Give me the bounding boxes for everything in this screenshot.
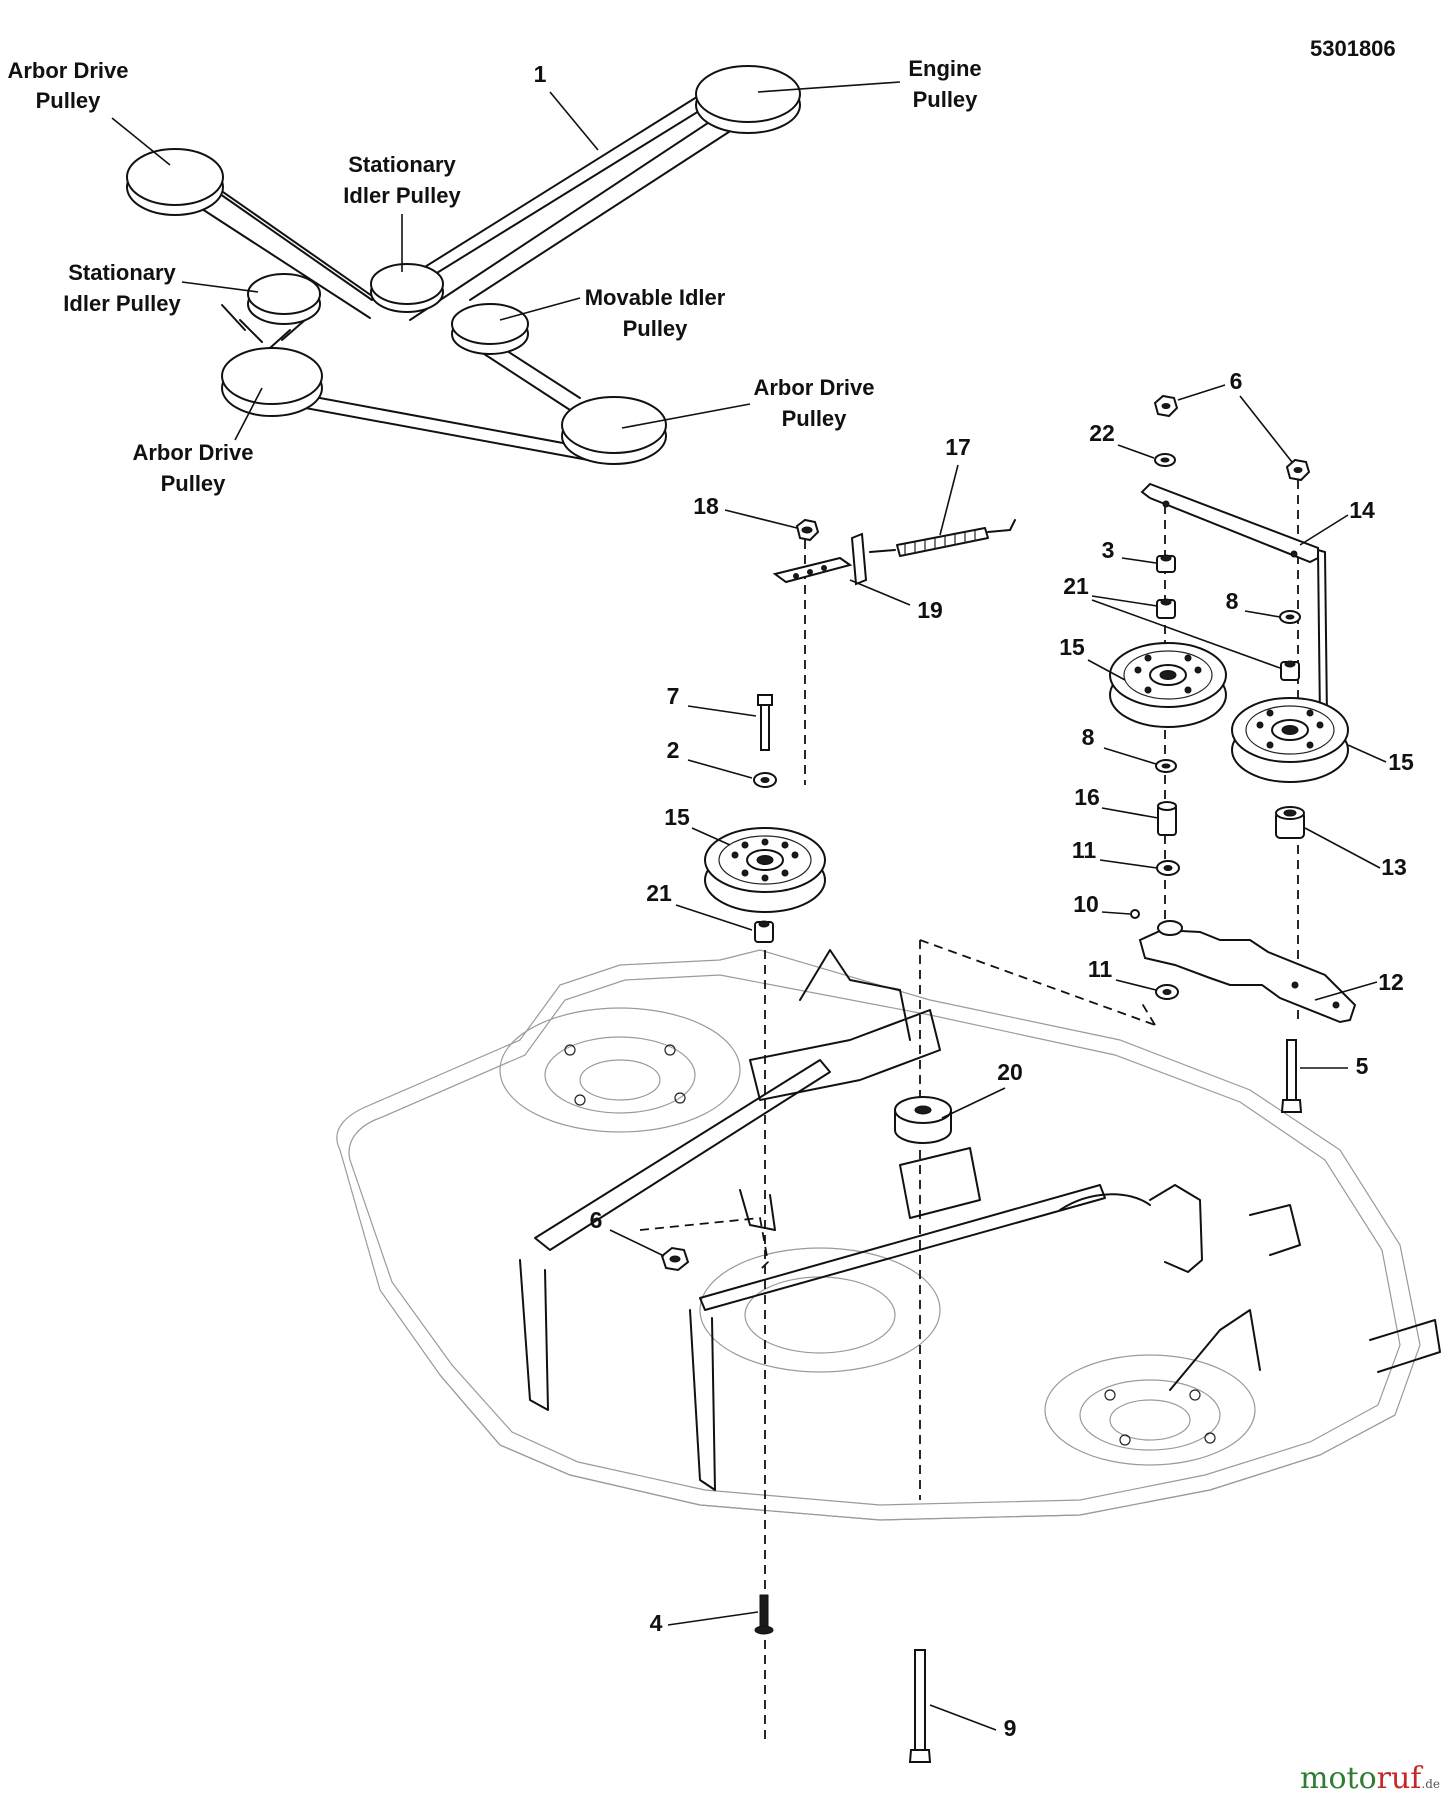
callout-8-low: 8 [1082, 724, 1095, 750]
callout-6-top: 6 [1230, 368, 1243, 394]
callout-19: 19 [917, 597, 943, 623]
callout-22: 22 [1089, 420, 1115, 446]
belt-label-movable-idler: Movable Idler Pulley [585, 285, 726, 341]
arbor-drive-pulley-top-left [126, 148, 224, 216]
part-21-bushing-right [1280, 660, 1300, 681]
part-6-nut-upper-left [1153, 394, 1179, 418]
svg-text:Pulley: Pulley [913, 87, 979, 112]
left-idler-assembly [639, 518, 1156, 1763]
callout-5: 5 [1356, 1053, 1369, 1079]
part-21-bushing-upper [1156, 598, 1176, 619]
part-19-bracket [772, 532, 868, 586]
callout-16: 16 [1074, 784, 1100, 810]
part-7-bolt [757, 694, 773, 751]
part-11-washer-lower [1155, 984, 1179, 1000]
belt-label-engine: Engine Pulley [908, 56, 981, 112]
stationary-idler-pulley-left [247, 273, 321, 325]
callout-10: 10 [1073, 891, 1099, 917]
callout-4: 4 [650, 1610, 663, 1636]
svg-text:Stationary: Stationary [348, 152, 456, 177]
callout-8-top: 8 [1226, 588, 1239, 614]
belt-label-arbor-drive-top-left: Arbor Drive Pulley [7, 58, 128, 113]
callout-15-left: 15 [664, 804, 690, 830]
watermark-logo: motoruf.de [1300, 1761, 1440, 1796]
belt-label-stationary-idler-center: Stationary Idler Pulley [343, 152, 461, 208]
svg-text:Arbor Drive: Arbor Drive [753, 375, 874, 400]
svg-text:Pulley: Pulley [36, 88, 102, 113]
callout-2: 2 [667, 737, 680, 763]
callout-20: 20 [997, 1059, 1023, 1085]
svg-text:Arbor Drive: Arbor Drive [7, 58, 128, 83]
callout-3: 3 [1102, 537, 1115, 563]
svg-text:Arbor Drive: Arbor Drive [132, 440, 253, 465]
callout-18: 18 [693, 493, 719, 519]
part-16-sleeve [1157, 801, 1177, 836]
part-14-idler-arm [1140, 482, 1329, 722]
callout-7: 7 [667, 683, 680, 709]
part-4-screw [754, 1594, 774, 1635]
callout-15-mid: 15 [1059, 634, 1085, 660]
callouts: 17 18 19 7 2 15 21 20 6 4 9 6 22 14 3 21 [590, 368, 1414, 1741]
svg-text:Idler Pulley: Idler Pulley [63, 291, 181, 316]
callout-17: 17 [945, 434, 971, 460]
svg-text:Idler Pulley: Idler Pulley [343, 183, 461, 208]
stationary-idler-pulley-center [370, 263, 444, 313]
callout-21-left: 21 [646, 880, 672, 906]
part-15-idler-pulley-left [704, 827, 826, 913]
part-6-nut-upper-right [1285, 458, 1311, 482]
part-8-washer-lower [1155, 759, 1177, 773]
callout-1: 1 [534, 61, 547, 87]
svg-text:Stationary: Stationary [68, 260, 176, 285]
part-17-spring [869, 519, 1016, 557]
right-idler-arm-assembly [1109, 394, 1357, 1113]
part-15-idler-pulley-right [1231, 697, 1349, 783]
part-18-nut [795, 518, 820, 542]
figure-number: 5301806 [1310, 36, 1396, 61]
svg-text:Pulley: Pulley [782, 406, 848, 431]
callout-13: 13 [1381, 854, 1407, 880]
belt-label-arbor-drive-right: Arbor Drive Pulley [753, 375, 874, 431]
part-12-arm [1138, 920, 1357, 1024]
movable-idler-pulley [451, 303, 529, 355]
arbor-drive-pulley-right [561, 396, 667, 465]
callout-6-deck: 6 [590, 1207, 603, 1233]
callout-15-right: 15 [1388, 749, 1414, 775]
callout-12: 12 [1378, 969, 1404, 995]
svg-text:Movable Idler: Movable Idler [585, 285, 726, 310]
mower-deck-housing [336, 949, 1441, 1521]
part-20-spacer [894, 1096, 952, 1144]
part-2-washer [753, 772, 777, 788]
part-5-bolt [1280, 1039, 1303, 1113]
svg-text:Pulley: Pulley [623, 316, 689, 341]
part-8-washer-upper [1279, 610, 1301, 624]
part-9-pin [908, 1649, 932, 1763]
svg-text:Engine: Engine [908, 56, 981, 81]
callout-9: 9 [1004, 1715, 1017, 1741]
part-10-ball [1130, 909, 1140, 919]
part-15-idler-pulley-mid [1109, 642, 1227, 728]
part-13-spacer [1275, 806, 1305, 839]
engine-pulley [695, 65, 801, 134]
belt-label-arbor-drive-bottom-left: Arbor Drive Pulley [132, 440, 253, 496]
belt-label-stationary-idler-left: Stationary Idler Pulley [63, 260, 181, 316]
part-6-nut-deck [660, 1246, 690, 1272]
callout-11-top: 11 [1072, 837, 1097, 863]
part-3-bushing [1156, 554, 1176, 573]
svg-text:motoruf.de: motoruf.de [1300, 1761, 1440, 1796]
callout-21-right: 21 [1063, 573, 1089, 599]
part-11-washer-upper [1156, 860, 1180, 876]
callout-11-low: 11 [1088, 956, 1113, 982]
callout-14: 14 [1349, 497, 1375, 523]
arbor-drive-pulley-bottom-left [221, 347, 323, 417]
svg-text:Pulley: Pulley [161, 471, 227, 496]
part-21-bushing-left [754, 920, 774, 943]
part-22-washer [1154, 453, 1176, 467]
belt-routing-diagram: Arbor Drive Pulley Stationary Idler Pull… [7, 56, 981, 496]
